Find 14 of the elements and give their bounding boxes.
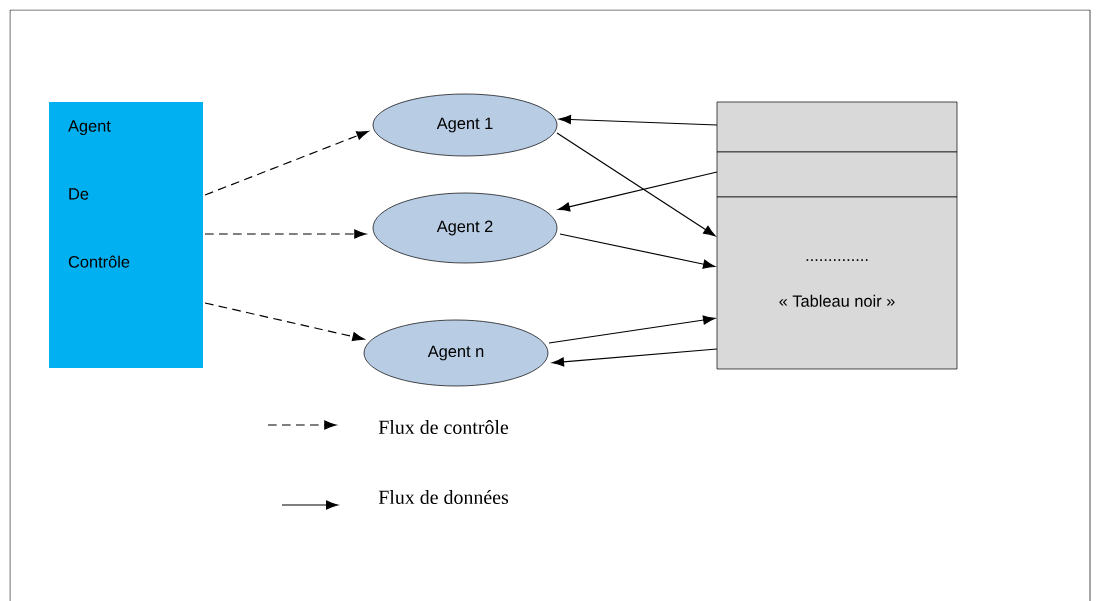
- blackboard-cell: [716, 151, 958, 198]
- agent-box: Agent De Contrôle: [49, 102, 203, 368]
- arrow: [548, 315, 716, 344]
- arrow: [204, 302, 365, 342]
- arrow: [556, 132, 716, 237]
- arrow: [204, 130, 369, 196]
- arrow: [557, 171, 718, 212]
- arrow: [551, 348, 718, 367]
- legend-label: Flux de contrôle: [378, 420, 509, 435]
- arrow: [204, 229, 367, 239]
- arrow: [559, 233, 716, 269]
- blackboard-cell: [716, 101, 958, 153]
- legend-label: Flux de données: [378, 489, 509, 505]
- arrow: [558, 114, 718, 126]
